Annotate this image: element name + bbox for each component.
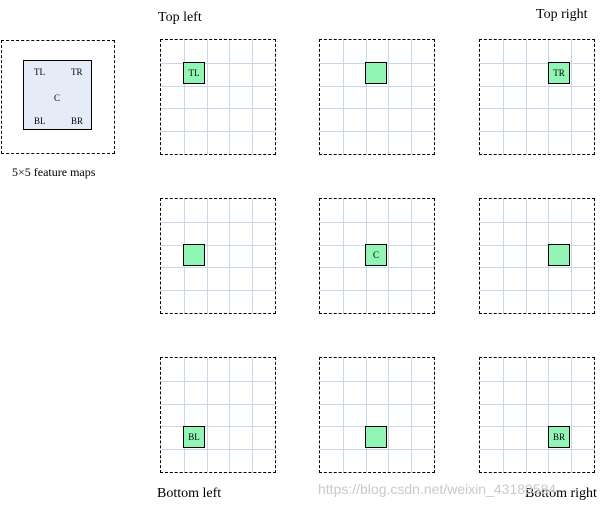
- highlight-cell-top-center: [365, 62, 387, 84]
- feature-map-caption: 5×5 feature maps: [12, 165, 96, 179]
- panel-top-center: [319, 39, 435, 155]
- panel-grid: [480, 358, 594, 472]
- title-bottom-right: Bottom right: [525, 486, 597, 501]
- highlight-cell-middle-right: [548, 244, 570, 266]
- feature-map-label-tr: TR: [71, 67, 83, 77]
- highlight-cell-tr: TR: [548, 62, 570, 84]
- feature-map: TL TR C BL BR: [23, 60, 92, 130]
- feature-map-label-tl: TL: [34, 67, 45, 77]
- title-bottom-left: Bottom left: [157, 486, 222, 501]
- panel-bottom-center: [319, 357, 435, 473]
- panel-grid: [480, 40, 594, 154]
- panel-grid: [320, 199, 434, 313]
- panel-bottom-left: BL: [160, 357, 276, 473]
- panel-grid: [161, 40, 275, 154]
- feature-map-label-br: BR: [71, 116, 84, 126]
- panel-middle-left: [160, 198, 276, 314]
- panel-center: C: [319, 198, 435, 314]
- panel-grid: [161, 199, 275, 313]
- panel-top-right: TR: [479, 39, 595, 155]
- watermark: https://blog.csdn.net/weixin_43189584: [318, 481, 557, 497]
- panel-grid: [320, 40, 434, 154]
- highlight-cell-bottom-center: [365, 426, 387, 448]
- panel-middle-right: [479, 198, 595, 314]
- title-top-right: Top right: [536, 7, 588, 22]
- highlight-cell-bl: BL: [183, 426, 205, 448]
- panel-bottom-right: BR: [479, 357, 595, 473]
- highlight-cell-middle-left: [183, 244, 205, 266]
- panel-top-left: TL: [160, 39, 276, 155]
- highlight-cell-tl: TL: [183, 62, 205, 84]
- feature-map-frame: [1, 40, 115, 154]
- feature-map-label-c: C: [54, 93, 61, 103]
- highlight-cell-br: BR: [548, 426, 570, 448]
- panel-grid: [480, 199, 594, 313]
- panel-grid: [161, 358, 275, 472]
- panel-grid: [320, 358, 434, 472]
- title-top-left: Top left: [158, 10, 202, 25]
- highlight-cell-c: C: [365, 244, 387, 266]
- feature-map-label-bl: BL: [34, 116, 46, 126]
